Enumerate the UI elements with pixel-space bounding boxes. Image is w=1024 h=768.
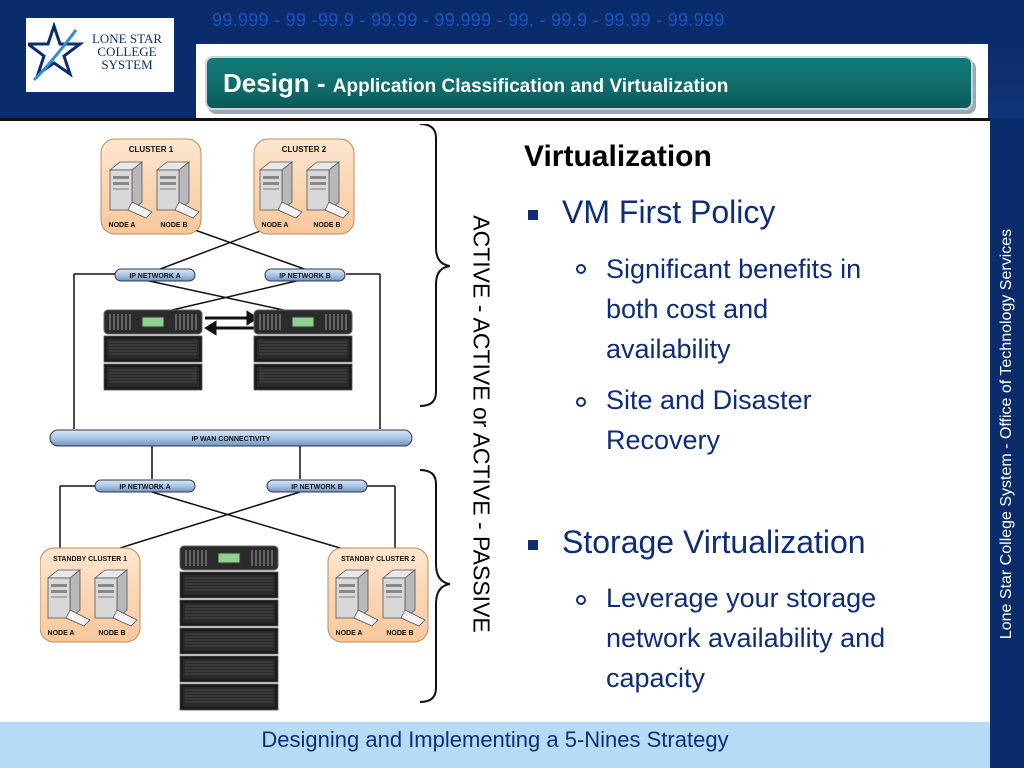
sub-bullet-line: Significant benefits in <box>606 254 862 284</box>
top-network-b-label: IP NETWORK B <box>279 273 331 280</box>
active-mode-label: ACTIVE - ACTIVE or ACTIVE - PASSIVE <box>468 215 495 633</box>
standby-2-node-a: NODE A <box>336 630 363 637</box>
header-divider <box>0 118 992 121</box>
nines-banner: 99.999 - 99 -99.9 - 99.99 - 99.999 - 99.… <box>212 10 725 30</box>
sub-bullet-line: capacity <box>606 663 706 693</box>
logo-line-1: LONE STAR <box>91 31 163 46</box>
cluster-2-title: CLUSTER 2 <box>282 145 327 154</box>
circle-bullet-icon <box>576 397 586 407</box>
logo-line-2: COLLEGE <box>97 44 157 59</box>
logo-line-3: SYSTEM <box>101 57 153 72</box>
sub-bullet-line: availability <box>606 334 731 364</box>
cluster-1-node-a: NODE A <box>109 222 136 229</box>
circle-bullet-icon <box>576 264 586 274</box>
standby-2-title: STANDBY CLUSTER 2 <box>341 556 415 563</box>
section-heading: Virtualization <box>524 140 712 173</box>
sub-bullet-line: Leverage your storage <box>606 583 877 613</box>
wan-label: IP WAN CONNECTIVITY <box>192 436 271 443</box>
standby-1-node-a: NODE A <box>48 630 75 637</box>
top-network-b-pipe <box>264 268 346 282</box>
bottom-network-a-pipe <box>94 479 196 493</box>
standby-1-node-b: NODE B <box>98 630 125 637</box>
standby-cluster-1: STANDBY CLUSTER 1 NODE A NODE B <box>40 547 141 643</box>
slide-title-bar: Design - Application Classification and … <box>205 56 973 110</box>
square-bullet-icon <box>528 540 538 550</box>
sub-bullet-line: Recovery <box>606 425 721 455</box>
slide-title: Design - Application Classification and … <box>223 68 728 99</box>
standby-cluster-2: STANDBY CLUSTER 2 NODE A NODE B <box>327 547 429 643</box>
right-sidebar <box>990 118 1024 768</box>
sub-bullet-benefits: Significant benefits in both cost and av… <box>606 249 861 369</box>
college-logo: LONE STAR COLLEGE SYSTEM <box>26 18 174 92</box>
square-bullet-icon <box>528 210 538 220</box>
footer-band <box>0 722 990 768</box>
bullet-vm-first-policy: VM First Policy <box>562 194 776 230</box>
standby-1-title: STANDBY CLUSTER 1 <box>53 556 127 563</box>
bottom-network-b-label: IP NETWORK B <box>291 484 343 491</box>
cluster-2-node-b: NODE B <box>313 222 340 229</box>
title-main-text: Design - <box>223 68 333 98</box>
sub-bullet-line: Site and Disaster <box>606 385 812 415</box>
bottom-network-a-label: IP NETWORK A <box>119 484 170 491</box>
logo-wordmark: LONE STAR COLLEGE SYSTEM <box>82 32 172 71</box>
cluster-network-diagram: CLUSTER 1 NODE A NODE B CLUSTER 2 NODE A… <box>40 124 450 711</box>
circle-bullet-icon <box>576 595 586 605</box>
cluster-2: CLUSTER 2 NODE A NODE B <box>253 138 355 235</box>
cluster-1: CLUSTER 1 NODE A NODE B <box>100 138 202 235</box>
wan-pipe <box>49 429 413 447</box>
cluster-2-node-a: NODE A <box>262 222 289 229</box>
replication-arrows <box>204 310 259 336</box>
cluster-1-title: CLUSTER 1 <box>129 145 174 154</box>
standby-2-node-b: NODE B <box>386 630 413 637</box>
bullet-storage-virtualization: Storage Virtualization <box>562 524 866 560</box>
storage-array-right <box>253 309 353 391</box>
storage-array-standby <box>179 545 279 711</box>
sidebar-caption: Lone Star College System - Office of Tec… <box>998 228 1015 640</box>
footer-title: Designing and Implementing a 5-Nines Str… <box>261 727 729 752</box>
cluster-1-node-b: NODE B <box>160 222 187 229</box>
star-logo-icon <box>28 22 84 82</box>
top-network-a-label: IP NETWORK A <box>129 273 180 280</box>
title-sub-text: Application Classification and Virtualiz… <box>332 76 729 97</box>
sub-bullet-line: network availability and <box>606 623 886 653</box>
sub-bullet-line: both cost and <box>606 294 769 324</box>
sub-bullet-storage-network: Leverage your storage network availabili… <box>606 578 885 698</box>
bottom-network-b-pipe <box>266 479 368 493</box>
storage-array-left <box>103 309 203 391</box>
sub-bullet-disaster-recovery: Site and Disaster Recovery <box>606 380 812 460</box>
top-network-a-pipe <box>114 268 196 282</box>
grouping-braces <box>419 124 450 703</box>
